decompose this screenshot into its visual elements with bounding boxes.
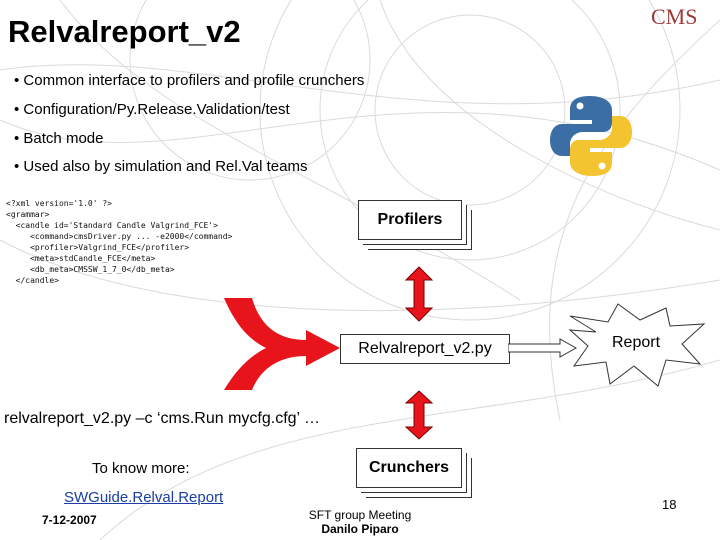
slide-date: 7-12-2007 — [42, 513, 97, 527]
bullet-1: • Common interface to profilers and prof… — [14, 72, 365, 89]
script-box: Relvalreport_v2.py — [340, 334, 510, 364]
xml-line: <command>cmsDriver.py ... -e2000</comman… — [6, 232, 233, 241]
cms-logo: CMS — [651, 4, 698, 29]
crunchers-box: Crunchers — [356, 448, 462, 488]
xml-line: <meta>stdCandle_FCE</meta> — [6, 254, 156, 263]
merge-arrow-icon — [224, 298, 340, 390]
report-burst-icon — [568, 303, 706, 387]
slide-title: Relvalreport_v2 — [8, 14, 241, 49]
profilers-label: Profilers — [377, 211, 443, 228]
double-arrow-icon — [404, 266, 434, 322]
python-logo-icon — [550, 96, 632, 176]
xml-line: <profiler>Valgrind_FCE</profiler> — [6, 243, 190, 252]
xml-line: <db_meta>CMSSW_1_7_0</db_meta> — [6, 265, 175, 274]
xml-line: <candle id='Standard Candle Valgrind_FCE… — [6, 221, 218, 230]
bullet-3: • Batch mode — [14, 130, 104, 147]
xml-line: </candle> — [6, 276, 59, 285]
xml-config-snippet: <?xml version='1.0' ?> <grammar> <candle… — [6, 198, 271, 286]
double-arrow-icon — [404, 390, 434, 440]
meeting-name: SFT group Meeting — [308, 508, 412, 522]
page-number: 18 — [662, 497, 677, 512]
footer-meeting: SFT group Meeting Danilo Piparo — [300, 508, 420, 536]
bullet-2: • Configuration/Py.Release.Validation/te… — [14, 101, 290, 118]
xml-line: <?xml version='1.0' ?> — [6, 199, 112, 208]
profilers-box: Profilers — [358, 200, 462, 240]
crunchers-label: Crunchers — [368, 459, 450, 476]
report-label: Report — [612, 334, 661, 351]
xml-line: <grammar> — [6, 210, 50, 219]
script-label: Relvalreport_v2.py — [358, 340, 492, 357]
swguide-link[interactable]: SWGuide.Relval.Report — [64, 489, 224, 506]
connector-arrow-icon — [508, 338, 578, 358]
presenter-name: Danilo Piparo — [321, 522, 399, 536]
command-line-text: relvalreport_v2.py –c ‘cms.Run mycfg.cfg… — [4, 410, 320, 427]
bullet-4: • Used also by simulation and Rel.Val te… — [14, 158, 308, 175]
know-more-text: To know more: — [92, 460, 190, 477]
